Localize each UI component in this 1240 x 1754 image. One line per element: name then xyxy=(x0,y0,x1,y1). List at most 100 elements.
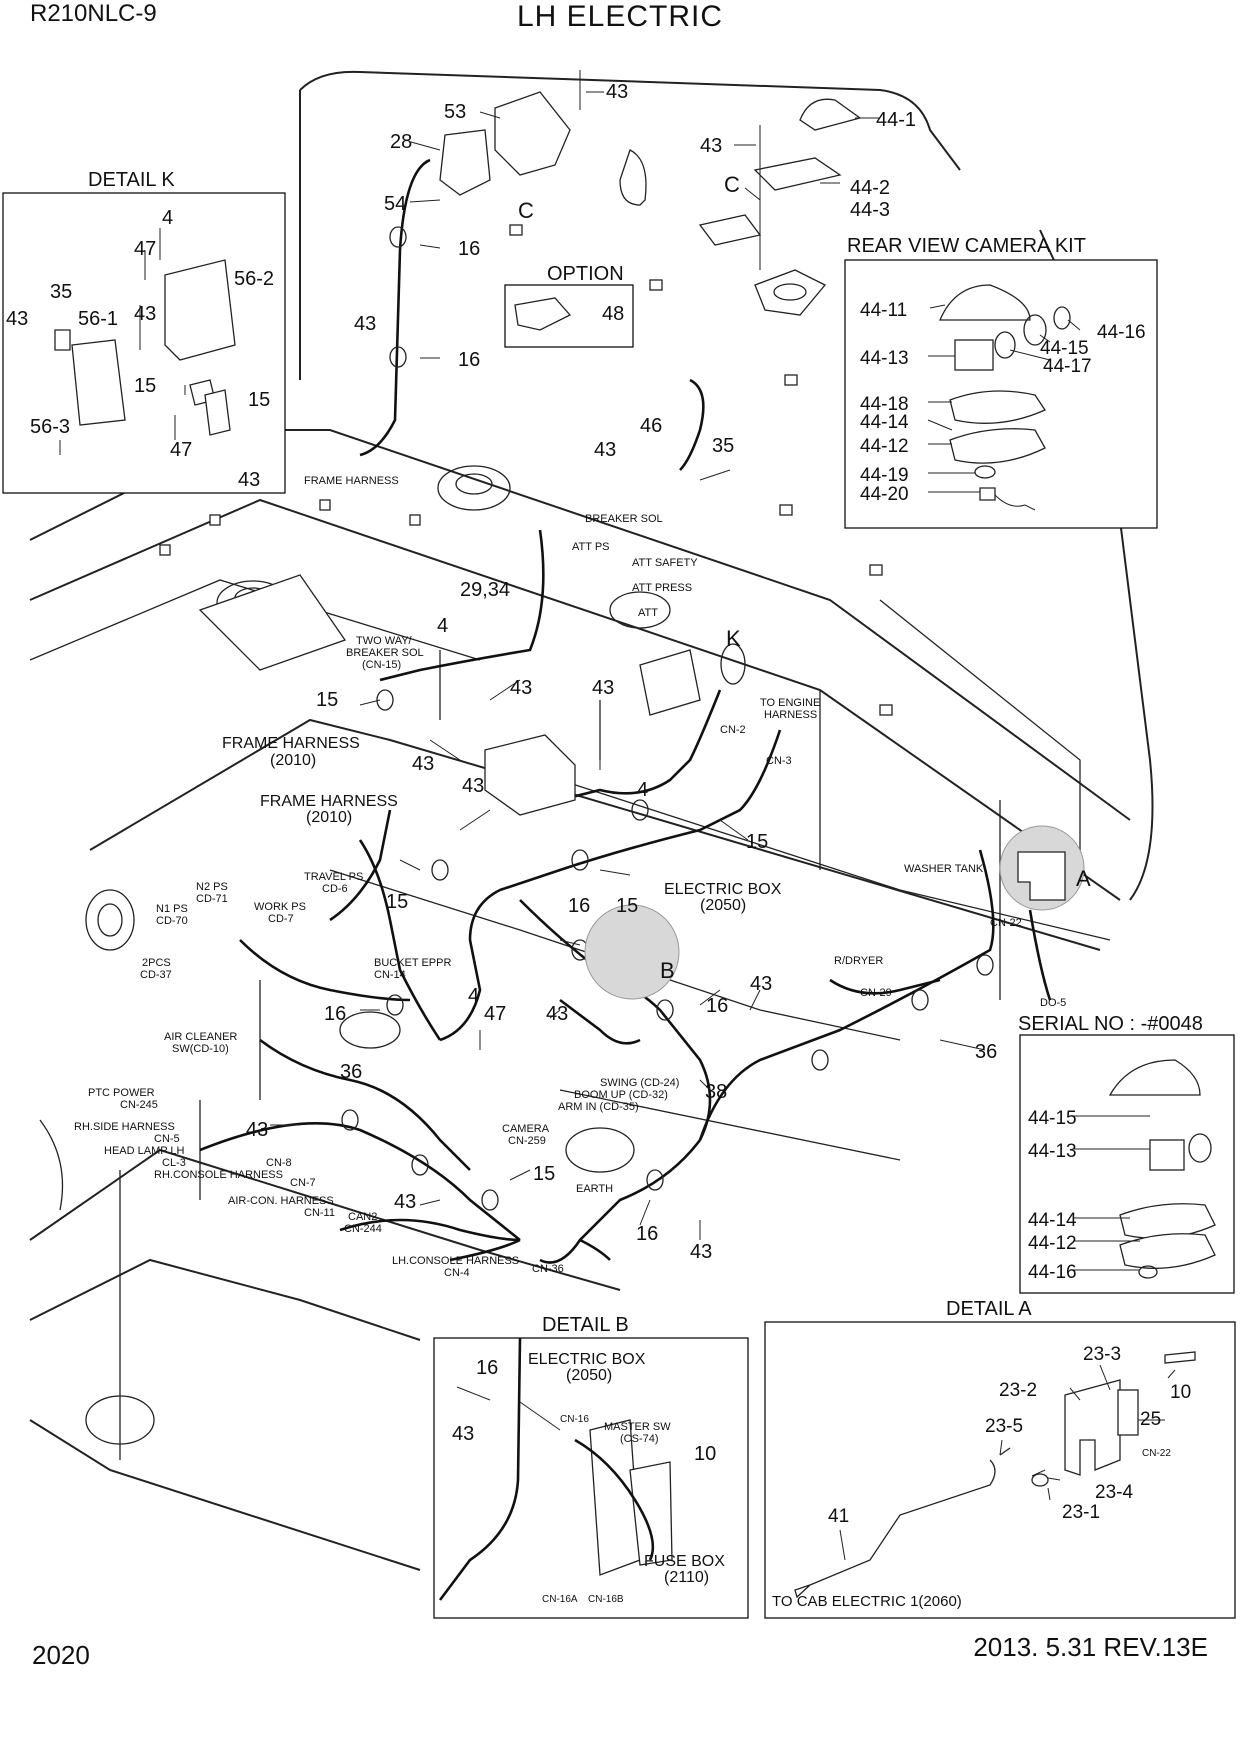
callout: 23-3 xyxy=(1083,1344,1121,1365)
label: CD-6 xyxy=(322,883,348,895)
callout: 35 xyxy=(712,435,734,457)
label: ATT PS xyxy=(572,541,610,553)
callout: 38 xyxy=(705,1081,727,1103)
label: CN-4 xyxy=(444,1267,470,1279)
label: CN-14 xyxy=(374,969,406,981)
option-title: OPTION xyxy=(547,263,624,285)
callout: 44-1 xyxy=(876,109,916,131)
label: (2050) xyxy=(566,1367,612,1384)
callout: 44-15 xyxy=(1028,1108,1077,1129)
callout: A xyxy=(1076,866,1091,891)
callout: K xyxy=(726,626,741,651)
label: CD-71 xyxy=(196,893,228,905)
leader-lines xyxy=(270,91,1176,1561)
label: CD-7 xyxy=(268,913,294,925)
callout: 43 xyxy=(462,775,484,797)
label: R/DRYER xyxy=(834,955,883,967)
callout: 43 xyxy=(354,313,376,335)
callout: 4 xyxy=(637,779,648,801)
label: AIR CLEANER xyxy=(164,1031,237,1043)
callout: 44-13 xyxy=(1028,1141,1077,1162)
label: BOOM UP (CD-32) xyxy=(574,1089,668,1101)
rear-view-camera-kit-title: REAR VIEW CAMERA KIT xyxy=(847,235,1086,257)
callout: 16 xyxy=(706,995,728,1017)
label: FRAME HARNESS xyxy=(222,735,360,752)
callout: 44-3 xyxy=(850,199,890,221)
callout: 44-11 xyxy=(860,300,907,321)
callout: 44-20 xyxy=(860,484,909,505)
callout: 10 xyxy=(694,1443,716,1465)
callout: 44-13 xyxy=(860,348,909,369)
callout: 43 xyxy=(594,439,616,461)
top-parts xyxy=(439,70,862,316)
callout: 4 xyxy=(468,985,479,1007)
highlight-areas xyxy=(198,574,1085,1000)
label: AIR-CON. HARNESS xyxy=(228,1195,334,1207)
callout: 23-1 xyxy=(1062,1502,1100,1523)
callout: 43 xyxy=(700,135,722,157)
label: CL-3 xyxy=(162,1157,186,1169)
callout: 15 xyxy=(134,375,156,397)
callout: 56-1 xyxy=(78,308,118,330)
label: CN-22 xyxy=(990,917,1022,929)
detail-a-panel: DETAIL A xyxy=(764,1298,1236,1619)
callout: 43 xyxy=(394,1191,416,1213)
label: CAN2 xyxy=(348,1211,377,1223)
label: CN-2 xyxy=(720,724,746,736)
callout: 43 xyxy=(592,677,614,699)
callout: 54 xyxy=(384,193,406,215)
callout: 15 xyxy=(616,895,638,917)
callout: C xyxy=(724,172,740,197)
label: CD-70 xyxy=(156,915,188,927)
rear-view-camera-kit-panel: REAR VIEW CAMERA KIT xyxy=(844,235,1158,529)
label: BREAKER SOL xyxy=(346,647,424,659)
label: TWO WAY/ xyxy=(356,635,413,647)
label: SW(CD-10) xyxy=(172,1043,229,1055)
callout: 43 xyxy=(134,303,156,325)
callout: 29,34 xyxy=(460,579,510,601)
callout: 16 xyxy=(324,1003,346,1025)
page-title: LH ELECTRIC xyxy=(516,0,724,33)
callout: 16 xyxy=(458,238,480,260)
callout: 43 xyxy=(750,973,772,995)
callout: 23-4 xyxy=(1095,1482,1133,1503)
label: FUSE BOX xyxy=(644,1553,725,1570)
serial-no-panel: SERIAL NO : -#0048 xyxy=(1018,1013,1235,1294)
label: HARNESS xyxy=(764,709,817,721)
callout: 44-15 xyxy=(1040,338,1089,359)
connector-labels: FRAME HARNESS BREAKER SOL ATT PS ATT SAF… xyxy=(74,475,1171,1610)
label: CN-29 xyxy=(860,987,892,999)
label: CN-5 xyxy=(154,1133,180,1145)
label: FRAME HARNESS xyxy=(260,793,398,810)
callout: 25 xyxy=(1140,1409,1161,1430)
label: ELECTRIC BOX xyxy=(664,881,782,898)
label: CD-37 xyxy=(140,969,172,981)
label: (2010) xyxy=(306,809,352,826)
callout: 44-16 xyxy=(1097,322,1146,343)
label: WORK PS xyxy=(254,901,306,913)
label: WASHER TANK xyxy=(904,863,984,875)
label: CN-244 xyxy=(344,1223,382,1235)
label: N2 PS xyxy=(196,881,228,893)
callout: 43 xyxy=(452,1423,474,1445)
callout: 4 xyxy=(162,207,173,229)
callout: 10 xyxy=(1170,1382,1191,1403)
label: CN-16B xyxy=(588,1594,624,1605)
callout-numbers: 43 53 28 44-1 43 44-2 44-3 54 16 C C 43 … xyxy=(6,81,1191,1527)
label: (CN-15) xyxy=(362,659,401,671)
callout: 23-2 xyxy=(999,1380,1037,1401)
label: CN-7 xyxy=(290,1177,316,1189)
callout: 46 xyxy=(640,415,662,437)
callout: 44-14 xyxy=(860,412,909,433)
callout: 43 xyxy=(238,469,260,491)
revision-date: 2013. 5.31 REV.13E xyxy=(973,1632,1208,1662)
callout: 15 xyxy=(248,389,270,411)
label: BUCKET EPPR xyxy=(374,957,451,969)
callout: 44-19 xyxy=(860,465,909,486)
model-number: R210NLC-9 xyxy=(30,0,157,27)
callout: 36 xyxy=(340,1061,362,1083)
label: (CS-74) xyxy=(620,1433,659,1445)
detail-b-panel: DETAIL B xyxy=(433,1314,749,1619)
callout: 44-2 xyxy=(850,177,890,199)
callout: 56-3 xyxy=(30,416,70,438)
